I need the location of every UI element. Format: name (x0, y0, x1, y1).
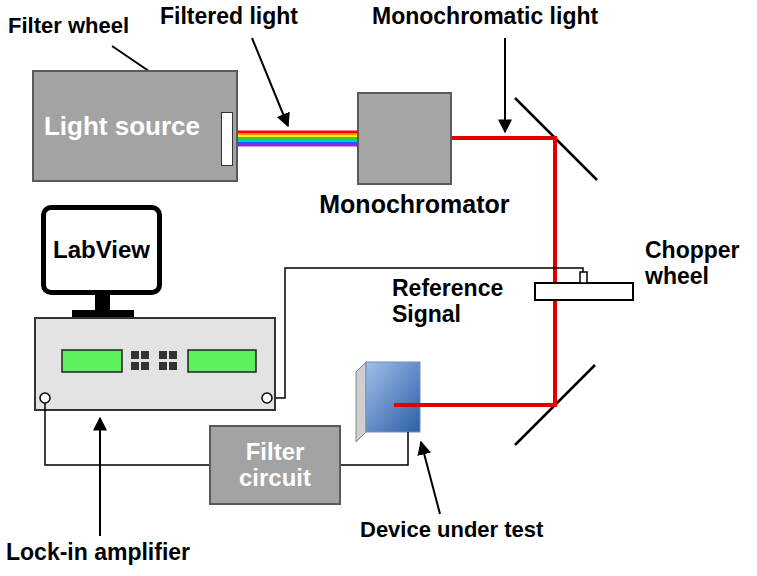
beam-label: Monochromatic light (372, 4, 598, 30)
node-text: LabView (49, 237, 154, 263)
monochromator-box: Monochromator (357, 92, 452, 185)
display (62, 350, 122, 372)
buttons (131, 351, 177, 370)
part-label: Device under test (360, 518, 543, 543)
leader-arrow (421, 442, 440, 514)
connector-knob (262, 393, 272, 403)
device-face (366, 362, 420, 432)
lock-in-amplifier (35, 318, 275, 410)
leader-arrow (99, 418, 101, 536)
node-text: Filter circuit (211, 439, 339, 492)
chopper-wheel (535, 283, 633, 300)
signal-wire (335, 432, 408, 465)
node-text: Light source (40, 112, 204, 141)
node-text: Monochromator (315, 191, 513, 219)
part-label: Filter wheel (8, 14, 129, 39)
signal-label: Reference Signal (392, 276, 522, 328)
light-beam (238, 131, 357, 147)
beam-label: Filtered light (160, 4, 298, 30)
leader-arrow (252, 38, 288, 126)
filter-circuit-box: Filter circuit (209, 425, 341, 505)
part-label: Lock-in amplifier (6, 540, 190, 566)
leader-arrow (504, 38, 506, 132)
display (188, 350, 256, 372)
light-source-box: Light source (32, 70, 238, 182)
monitor-base (72, 310, 134, 318)
connector-knob (40, 393, 50, 403)
part-label: Chopper wheel (645, 238, 755, 290)
chopper-stem (580, 272, 587, 283)
device-edge (356, 362, 366, 442)
monitor-stem (95, 294, 110, 312)
reference-wire (273, 268, 583, 398)
signal-wire (45, 403, 215, 465)
monitor-screen: LabView (41, 205, 162, 295)
filter-wheel (221, 112, 233, 166)
